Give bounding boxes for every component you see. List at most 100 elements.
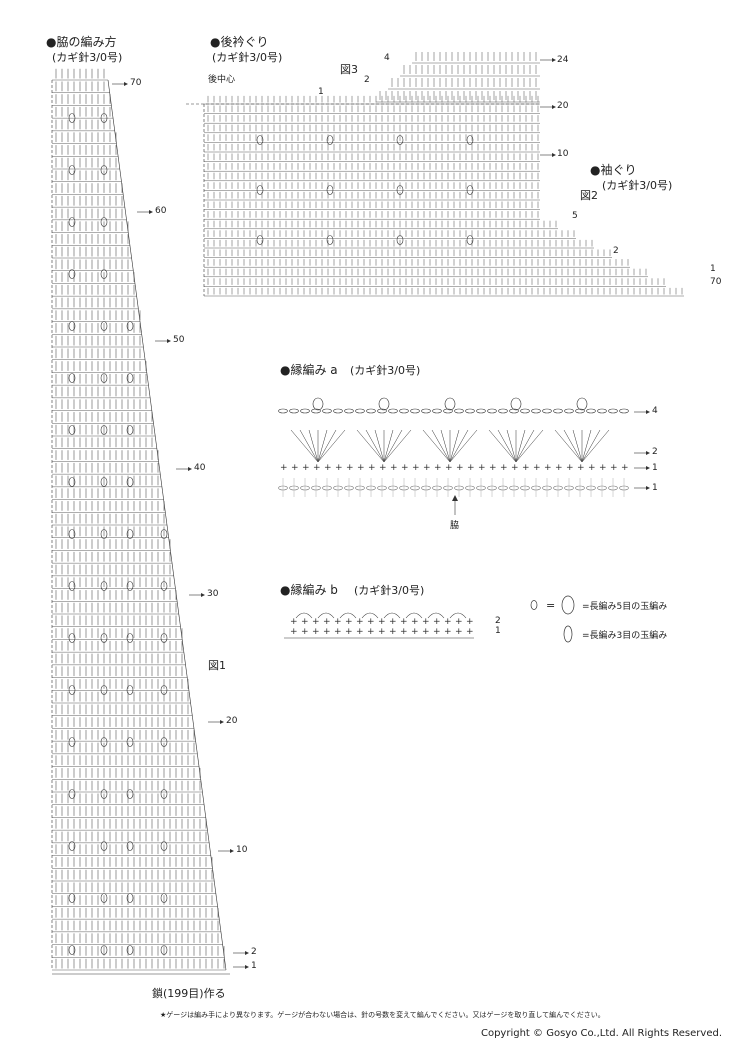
fan-stitch bbox=[497, 429, 517, 463]
puff-stitch bbox=[126, 893, 134, 903]
sc-plus: + bbox=[422, 617, 430, 627]
fan-stitch bbox=[449, 429, 469, 463]
sc-plus: + bbox=[445, 463, 453, 473]
fig1-row-40: 40 bbox=[194, 463, 206, 473]
sc-plus: + bbox=[335, 463, 343, 473]
arrow-head bbox=[646, 466, 650, 470]
puff-stitch bbox=[68, 841, 76, 851]
sc-plus: + bbox=[466, 627, 474, 637]
sc-plus: + bbox=[467, 463, 475, 473]
chain-stitch bbox=[432, 408, 442, 414]
fan-stitch bbox=[572, 429, 583, 463]
sc-plus: + bbox=[466, 617, 474, 627]
fig1-chain-note: 鎖(199目)作る bbox=[152, 987, 226, 1000]
chain-stitch bbox=[509, 408, 519, 414]
chain-stitch bbox=[366, 408, 376, 414]
fan-stitch bbox=[506, 429, 517, 463]
fan-stitch bbox=[374, 429, 385, 463]
edge-b-row-1: 1 bbox=[495, 626, 501, 636]
arrow-head bbox=[201, 593, 205, 597]
fig2-label: 図2 bbox=[580, 189, 598, 202]
sc-plus: + bbox=[456, 463, 464, 473]
puff-stitch bbox=[126, 373, 134, 383]
arrow-head bbox=[245, 951, 249, 955]
puff-stitch bbox=[466, 185, 474, 195]
fig2-row-1: 1 bbox=[710, 264, 716, 274]
edge-a-row-2: 2 bbox=[652, 447, 658, 457]
chain-stitch bbox=[377, 408, 387, 414]
puff-stitch bbox=[256, 185, 264, 195]
picot-arc bbox=[317, 612, 335, 619]
puff-stitch bbox=[68, 269, 76, 279]
arrow-head bbox=[230, 849, 234, 853]
sc-plus: + bbox=[345, 617, 353, 627]
puff-stitch bbox=[68, 789, 76, 799]
fig3-hook: (カギ針3/0号) bbox=[212, 51, 283, 64]
edge-b-title: ●縁編み b bbox=[280, 583, 338, 597]
sc-plus: + bbox=[313, 463, 321, 473]
copyright: Copyright © Gosyo Co.,Ltd. All Rights Re… bbox=[480, 1028, 722, 1039]
sc-plus: + bbox=[566, 463, 574, 473]
puff-5-symbol bbox=[561, 595, 575, 615]
fig1-row-60: 60 bbox=[155, 206, 167, 216]
sc-plus: + bbox=[356, 617, 364, 627]
fig1-row-2: 2 bbox=[251, 947, 257, 957]
arrow-head bbox=[245, 965, 249, 969]
sc-plus: + bbox=[433, 617, 441, 627]
fig2-row-5: 5 bbox=[572, 211, 578, 221]
puff-stitch bbox=[160, 581, 168, 591]
puff-stitch bbox=[100, 633, 108, 643]
fan-stitch bbox=[554, 429, 583, 463]
edge-a-row-1a: 1 bbox=[652, 463, 658, 473]
fig1-title: ●脇の編み方 bbox=[46, 35, 117, 49]
fan-stitch bbox=[515, 429, 526, 463]
fan-stitch bbox=[290, 429, 319, 463]
puff-stitch bbox=[100, 373, 108, 383]
sc-plus: + bbox=[599, 463, 607, 473]
sc-plus: + bbox=[577, 463, 585, 473]
puff-stitch bbox=[100, 945, 108, 955]
puff-stitch bbox=[68, 685, 76, 695]
sc-plus: + bbox=[610, 463, 618, 473]
puff-stitch bbox=[100, 893, 108, 903]
puff-stitch bbox=[378, 397, 390, 411]
fig3-row-24: 24 bbox=[557, 55, 569, 65]
puff-stitch bbox=[126, 581, 134, 591]
fig3-step-1: 1 bbox=[318, 87, 324, 97]
sc-plus: + bbox=[411, 627, 419, 637]
puff-stitch bbox=[68, 633, 76, 643]
puff-stitch bbox=[126, 789, 134, 799]
legend-item1: =長編み5目の玉編み bbox=[582, 602, 668, 612]
sc-plus: + bbox=[533, 463, 541, 473]
chain-stitch bbox=[322, 408, 332, 414]
chain-stitch bbox=[300, 408, 310, 414]
puff-stitch bbox=[68, 529, 76, 539]
fan-stitch bbox=[299, 429, 319, 463]
puff-stitch bbox=[100, 529, 108, 539]
puff-stitch bbox=[312, 397, 324, 411]
fig3-title: ●後衿ぐり bbox=[210, 35, 269, 49]
sc-plus: + bbox=[291, 463, 299, 473]
puff-stitch bbox=[256, 235, 264, 245]
chain-stitch bbox=[619, 408, 629, 414]
edge-a-hook: (カギ針3/0号) bbox=[350, 364, 421, 377]
fan-stitch bbox=[449, 429, 478, 463]
puff-stitch bbox=[68, 165, 76, 175]
picot-arc bbox=[295, 612, 313, 619]
puff-3-symbol bbox=[563, 625, 573, 643]
sc-plus: + bbox=[312, 617, 320, 627]
sc-plus: + bbox=[588, 463, 596, 473]
sc-plus: + bbox=[379, 463, 387, 473]
legend-item2: =長編み3目の玉編み bbox=[582, 631, 668, 641]
puff-stitch bbox=[510, 397, 522, 411]
fan-stitch bbox=[356, 429, 385, 463]
fan-stitch bbox=[422, 429, 451, 463]
fig2-hook: (カギ針3/0号) bbox=[602, 179, 673, 192]
fig2-row-70: 70 bbox=[710, 277, 722, 287]
puff-stitch bbox=[100, 269, 108, 279]
fig1-label: 図1 bbox=[208, 659, 226, 672]
fan-stitch bbox=[449, 429, 460, 463]
chain-stitch bbox=[465, 408, 475, 414]
fig2-row-2: 2 bbox=[613, 246, 619, 256]
fig1-row-30: 30 bbox=[207, 589, 219, 599]
